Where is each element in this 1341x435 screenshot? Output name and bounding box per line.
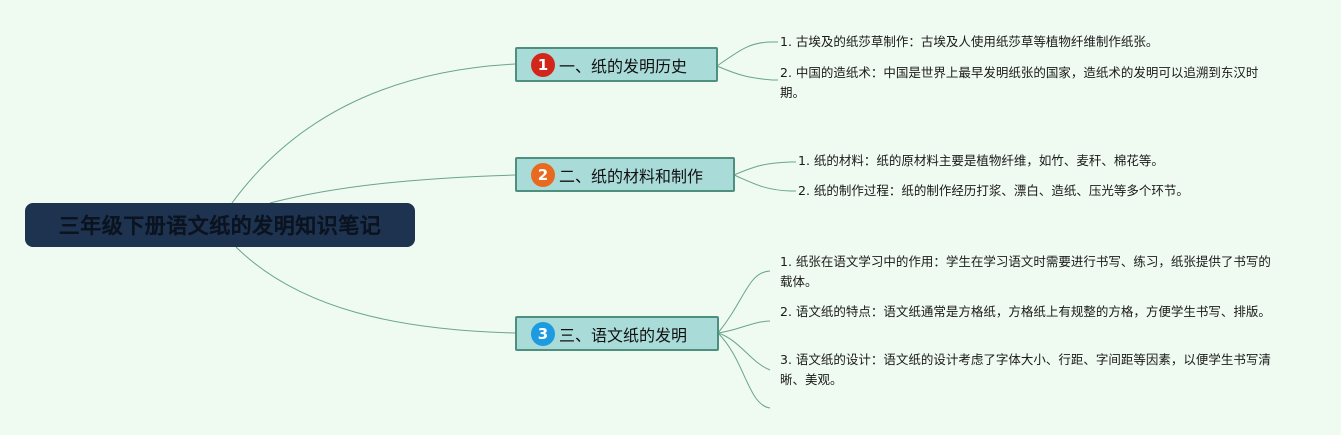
number-badge-icon: 1 [531, 52, 555, 77]
link-root-branch-3 [235, 246, 516, 334]
number-badge-icon: 2 [531, 162, 555, 187]
link-b2-leaf-2 [733, 174, 796, 192]
link-b3-leaf-2 [717, 320, 771, 334]
leaf-topic[interactable]: 3. 语文纸的设计：语文纸的设计考虑了字体大小、行距、字间距等因素，以便学生书写… [780, 352, 1271, 387]
leaf-topic[interactable]: 1. 纸张在语文学习中的作用：学生在学习语文时需要进行书写、练习，纸张提供了书写… [780, 254, 1271, 289]
link-b1-leaf-1 [716, 41, 778, 67]
leaf-topic[interactable]: 1. 纸的材料：纸的原材料主要是植物纤维，如竹、麦秆、棉花等。 [798, 153, 1164, 168]
branch-topic-1[interactable]: 1 一、纸的发明历史 [515, 47, 718, 82]
leaf-topic[interactable]: 2. 中国的造纸术：中国是世界上最早发明纸张的国家，造纸术的发明可以追溯到东汉时… [780, 65, 1259, 100]
link-b3-leaf-3 [717, 332, 771, 371]
root-topic[interactable]: 三年级下册语文纸的发明知识笔记 [25, 203, 415, 247]
link-root-branch-2 [269, 174, 516, 204]
link-b2-leaf-1 [733, 161, 796, 176]
number-badge-icon: 3 [531, 321, 555, 346]
leaf-topic[interactable]: 1. 古埃及的纸莎草制作：古埃及人使用纸莎草等植物纤维制作纸张。 [780, 34, 1159, 49]
link-b3-leaf-4 [717, 332, 771, 409]
link-root-branch-1 [231, 63, 516, 204]
link-b3-leaf-1 [717, 270, 771, 334]
branch-topic-3[interactable]: 3 三、语文纸的发明 [515, 316, 719, 351]
branch-label: 一、纸的发明历史 [559, 56, 688, 76]
branch-label: 三、语文纸的发明 [559, 325, 688, 345]
root-title: 三年级下册语文纸的发明知识笔记 [58, 214, 382, 238]
leaf-topic[interactable]: 2. 纸的制作过程：纸的制作经历打浆、漂白、造纸、压光等多个环节。 [798, 183, 1189, 198]
branch-label: 二、纸的材料和制作 [559, 166, 704, 186]
link-b1-leaf-2 [716, 65, 778, 81]
leaf-topic[interactable]: 2. 语文纸的特点：语文纸通常是方格纸，方格纸上有规整的方格，方便学生书写、排版… [780, 304, 1271, 319]
branch-topic-2[interactable]: 2 二、纸的材料和制作 [515, 157, 735, 192]
